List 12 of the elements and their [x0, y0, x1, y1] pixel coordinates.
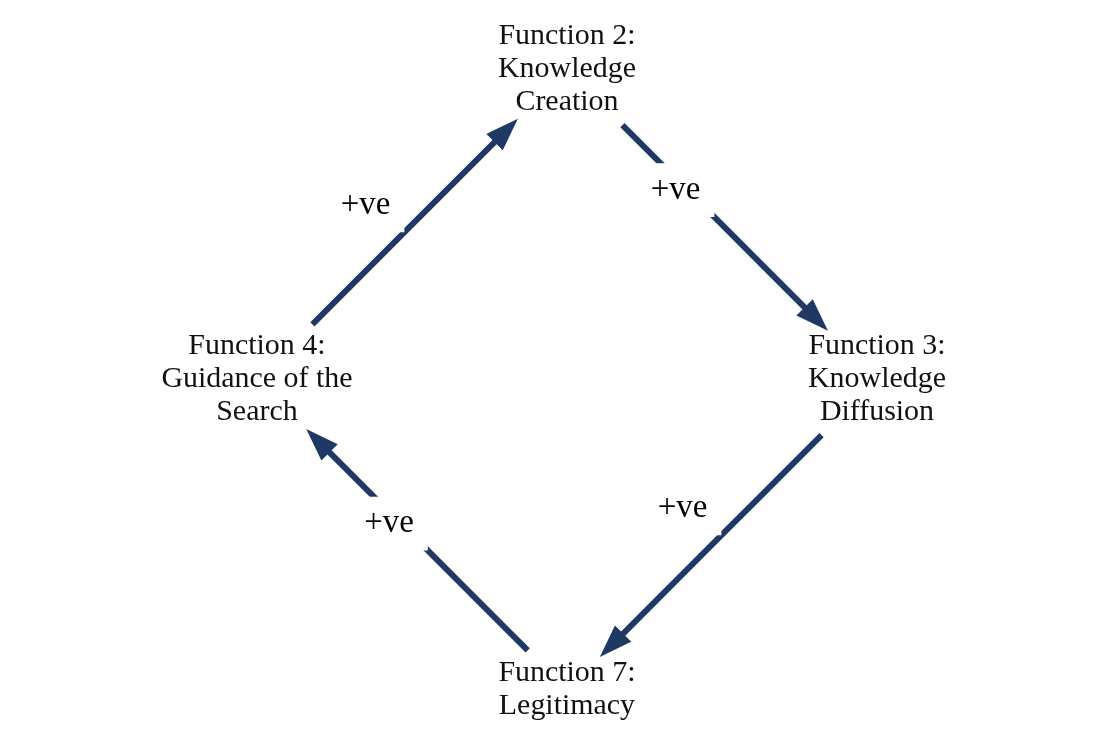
edge-label: +ve: [650, 169, 701, 206]
arrow: [306, 429, 530, 653]
arrow: [620, 123, 828, 331]
arrow: [310, 118, 518, 327]
edge-label: +ve: [340, 184, 391, 221]
node-text: Function 7: Legitimacy: [498, 653, 636, 720]
edge-label: +ve: [657, 487, 708, 524]
node-text: Function 2: Knowledge Creation: [498, 17, 636, 117]
arrow: [599, 433, 824, 657]
node-text: Function 3: Knowledge Diffusion: [808, 327, 946, 427]
edge-label: +ve: [364, 502, 414, 539]
node-text: Function 4: Guidance of the Search: [161, 327, 353, 427]
